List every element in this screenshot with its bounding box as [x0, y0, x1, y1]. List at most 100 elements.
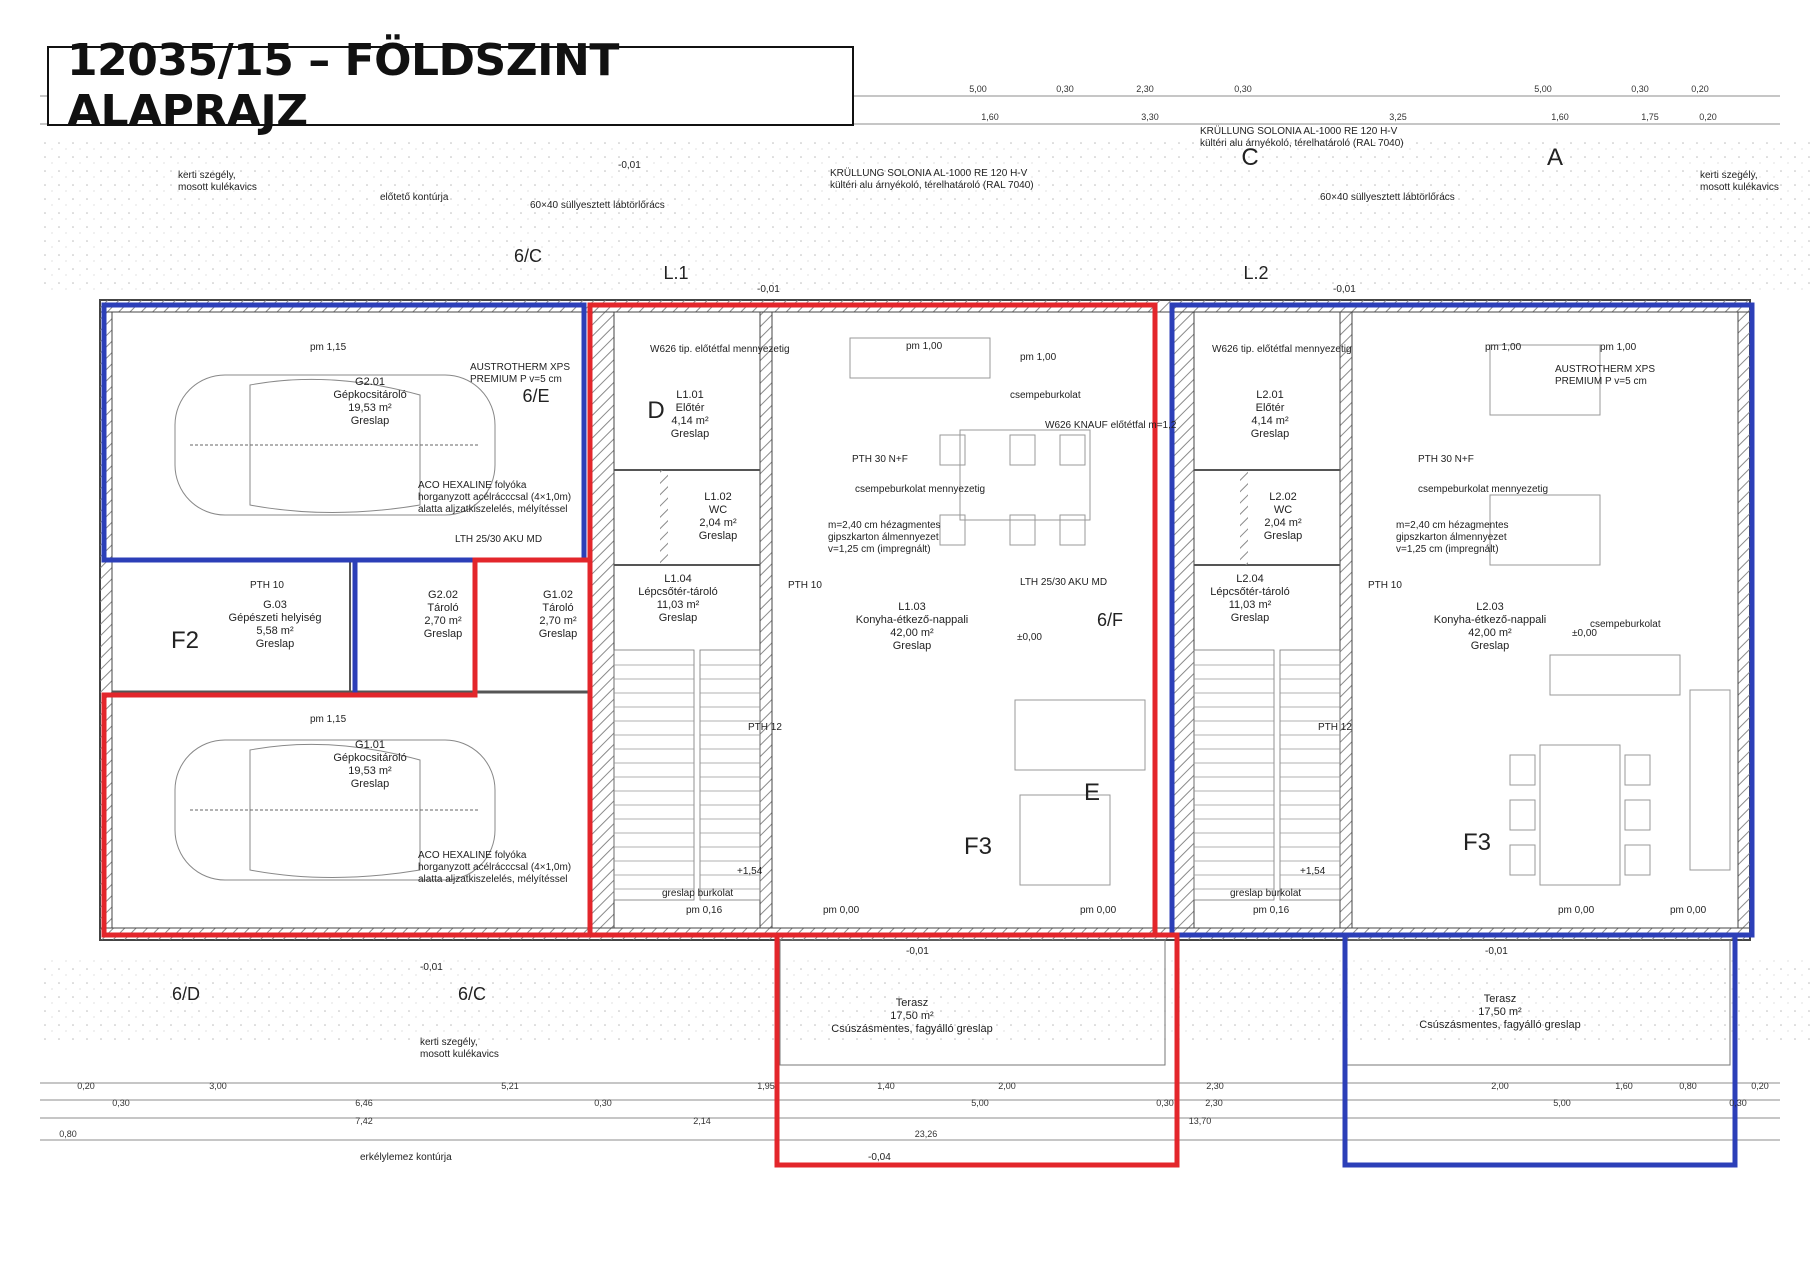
gravel-area-top: [40, 140, 1810, 290]
room-name: Gépkocsitároló: [333, 752, 406, 764]
dimension-label: 13,70: [1189, 1116, 1212, 1126]
krullung-label-2: kültéri alu árnyékoló, térelhatároló (RA…: [830, 180, 1034, 191]
car-upper: [174, 374, 496, 516]
sullyesztett-label-right: 60×40 süllyesztett lábtörlőrács: [1320, 192, 1455, 203]
dimension-label: 0,30: [1729, 1098, 1747, 1108]
room-id: L1.01: [676, 389, 704, 401]
section-mark: E: [1084, 779, 1100, 806]
dimension-label: 0,30: [594, 1098, 612, 1108]
room-id: G2.01: [355, 376, 385, 388]
aco-label-6: alatta aljzatkiszelelés, mélyítéssel: [418, 874, 568, 885]
stairs-left: [613, 649, 761, 901]
aco-label-1: ACO HEXALINE folyóka: [418, 480, 527, 491]
dimension-label: 2,00: [1491, 1081, 1509, 1091]
room-area: 2,04 m²: [699, 517, 737, 529]
pth10-label: PTH 10: [250, 580, 284, 591]
krullung-label-3: KRÜLLUNG SOLONIA AL-1000 RE 120 H-V: [1200, 125, 1398, 137]
pm000-label-4: pm 0,00: [1670, 905, 1707, 916]
room-name: Terasz: [896, 997, 928, 1009]
csempe-menny-label: csempeburkolat mennyezetig: [855, 484, 985, 495]
krullung-label-4: kültéri alu árnyékoló, térelhatároló (RA…: [1200, 138, 1404, 149]
room-id: G2.02: [428, 589, 458, 601]
austrotherm-label: AUSTROTHERM XPS: [470, 362, 570, 373]
room-floor: Csúszásmentes, fagyálló greslap: [831, 1023, 992, 1035]
mosott-kavics-label: mosott kulékavics: [178, 182, 257, 193]
dimension-label: 5,21: [501, 1081, 519, 1091]
section-mark: D: [647, 397, 664, 424]
gravel-area-bottom: [40, 960, 1810, 1040]
annotations: AUSTROTHERM XPS PREMIUM P v=5 cm AUSTROT…: [178, 125, 1779, 1163]
dimension-label: 5,00: [1553, 1098, 1571, 1108]
room-area: 11,03 m²: [657, 599, 700, 611]
room-id: G1.02: [543, 589, 573, 601]
room-area: 42,00 m²: [890, 627, 934, 639]
w626-label: W626 tip. előtétfal mennyezetig: [650, 344, 790, 355]
room-area: 5,58 m²: [256, 625, 294, 637]
dimension-label: 7,42: [355, 1116, 373, 1126]
room-area: 19,53 m²: [348, 402, 392, 414]
room-name: WC: [709, 504, 727, 516]
room-name: Lépcsőtér-tároló: [1210, 586, 1290, 598]
dimension-label: 0,80: [1679, 1081, 1697, 1091]
pm000-label-3: pm 0,00: [1558, 905, 1595, 916]
dimension-label: 0,30: [1156, 1098, 1174, 1108]
lth-label-center: LTH 25/30 AKU MD: [1020, 577, 1107, 588]
dimension-label: 0,20: [1751, 1081, 1769, 1091]
zone-outlines: [101, 302, 1755, 1168]
room-id: G.03: [263, 599, 287, 611]
csempe-label-right: csempeburkolat: [1590, 619, 1661, 630]
section-mark: 6/C: [458, 984, 486, 1004]
pth12-label: PTH 12: [748, 722, 782, 733]
title-box: 12035/15 – FÖLDSZINT ALAPRAJZ: [47, 35, 854, 137]
room-name: Lépcsőtér-tároló: [638, 586, 718, 598]
room-name: WC: [1274, 504, 1292, 516]
w626-label-right: W626 tip. előtétfal mennyezetig: [1212, 344, 1352, 355]
dimension-label: 1,40: [877, 1081, 895, 1091]
dimension-label: 23,26: [915, 1129, 938, 1139]
dimension-label: 0,20: [1691, 84, 1709, 94]
section-mark: L.1: [663, 263, 688, 283]
minus004-label: -0,04: [868, 1152, 891, 1163]
pm000-label-1: pm 0,00: [823, 905, 860, 916]
dimension-label: 2,30: [1205, 1098, 1223, 1108]
pth10-label-center: PTH 10: [788, 580, 822, 591]
greslap-burkolat-label-right: greslap burkolat: [1230, 888, 1301, 899]
dimension-label: 2,30: [1136, 84, 1154, 94]
page-title: 12035/15 – FÖLDSZINT ALAPRAJZ: [67, 35, 619, 137]
section-mark: 6/E: [522, 386, 549, 406]
room-name: Tároló: [427, 602, 458, 614]
section-mark: 6/F: [1097, 610, 1123, 630]
dimension-label: 5,00: [969, 84, 987, 94]
room-id: L2.03: [1476, 601, 1504, 613]
dimension-label: 0,30: [1234, 84, 1252, 94]
room-name: Tároló: [542, 602, 573, 614]
dimension-label: 0,30: [112, 1098, 130, 1108]
room-name: Előtér: [676, 402, 705, 414]
minus001-label-5: -0,01: [1485, 946, 1508, 957]
section-mark: F2: [171, 627, 199, 654]
section-mark: F3: [964, 833, 992, 860]
minus001-label-1: -0,01: [618, 160, 641, 171]
dimension-label: 3,00: [209, 1081, 227, 1091]
gipsz-label-5: gipszkarton álmennyezet: [1396, 532, 1507, 543]
room-floor: Greslap: [424, 628, 463, 640]
csempe-menny-label-right: csempeburkolat mennyezetig: [1418, 484, 1548, 495]
section-mark: 6/C: [514, 246, 542, 266]
aco-label-3: alatta aljzatkiszelelés, mélyítéssel: [418, 504, 568, 515]
room-floor: Greslap: [1264, 530, 1303, 542]
room-floor: Greslap: [1251, 428, 1290, 440]
sullyesztett-label: 60×40 süllyesztett lábtörlőrács: [530, 200, 665, 211]
section-mark: C: [1241, 144, 1258, 171]
austrotherm-sub-label-right: PREMIUM P v=5 cm: [1555, 376, 1647, 387]
minus001-label-2: -0,01: [757, 284, 780, 295]
dimension-label: 0,30: [1056, 84, 1074, 94]
room-area: 19,53 m²: [348, 765, 392, 777]
plus154-label: +1,54: [737, 866, 763, 877]
pth30-label-right: PTH 30 N+F: [1418, 454, 1474, 465]
minus001-label-6: -0,01: [420, 962, 443, 973]
zone-right-terrace: [1342, 932, 1738, 1168]
kerti-szegely-label: kerti szegély,: [178, 170, 236, 181]
room-id: L2.04: [1236, 573, 1264, 585]
